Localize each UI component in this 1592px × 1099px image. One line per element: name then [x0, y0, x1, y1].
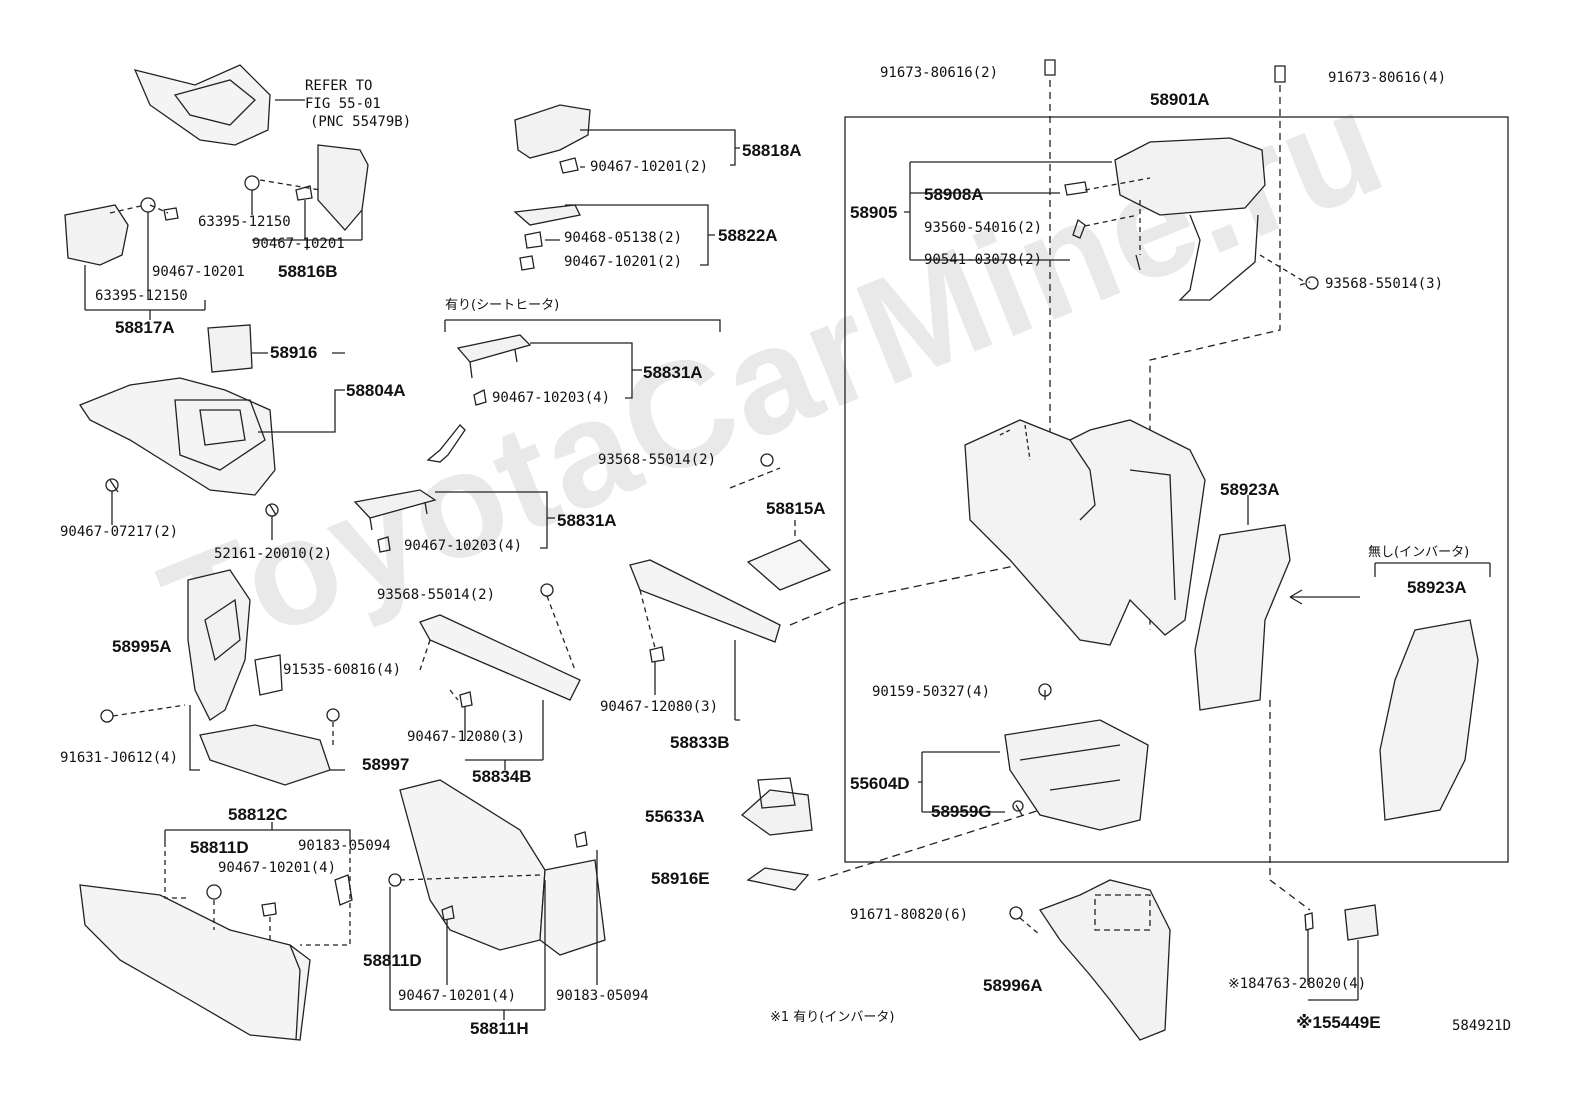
part-55633A: 55633A — [645, 807, 705, 826]
part-90468-05138: 90468-05138(2) — [564, 230, 683, 246]
bracket-58818A-drawing — [514, 104, 740, 174]
part-58995A: 58995A — [112, 637, 172, 656]
part-58831A-b: 58831A — [557, 511, 617, 530]
part-93568-55014-a: 93568-55014(2) — [598, 452, 717, 468]
part-91671-80820: 91671-80820(6) — [850, 907, 969, 923]
part-52161-20010: 52161-20010(2) — [214, 546, 333, 562]
part-58815A: 58815A — [766, 499, 826, 518]
armrest-58905-drawing — [904, 137, 1319, 301]
part-184763-28020: ※184763-28020(4) — [1228, 976, 1367, 992]
bracket-58996A-drawing — [1009, 879, 1171, 1041]
part-58811D-b: 58811D — [363, 951, 422, 970]
part-90467-12080-a: 90467-12080(3) — [407, 729, 526, 745]
part-58959G: 58959G — [931, 802, 992, 821]
cover-58812C-drawing — [79, 822, 353, 1041]
part-58811H: 58811H — [470, 1019, 529, 1038]
note-1-with-inverter: ※1 有り(インバータ) — [770, 1010, 895, 1025]
panel-58815A-drawing — [729, 453, 1141, 626]
part-58916: 58916 — [270, 343, 318, 362]
part-58831A-a: 58831A — [643, 363, 703, 382]
part-90541-03078: 90541-03078(2) — [924, 252, 1043, 268]
part-58916E: 58916E — [651, 869, 710, 888]
part-58923A-a: 58923A — [1220, 480, 1280, 499]
part-93568-55014-c: 93568-55014(3) — [1325, 276, 1444, 292]
refer-note-line3: (PNC 55479B) — [310, 114, 412, 130]
part-55449E: ※155449E — [1296, 1013, 1381, 1032]
part-90467-10203-a: 90467-10203(4) — [492, 390, 611, 406]
part-58804A: 58804A — [346, 381, 406, 400]
part-90159-50327: 90159-50327(4) — [872, 684, 991, 700]
bracket-seat-heater-drawing — [426, 319, 721, 463]
part-58996A: 58996A — [983, 976, 1043, 995]
part-93560-54016: 93560-54016(2) — [924, 220, 1043, 236]
mat-58916E-drawing — [746, 809, 1041, 891]
bracket-58816B-drawing — [244, 144, 369, 250]
part-90467-10201-a: 90467-10201 — [252, 236, 345, 252]
part-58901A: 58901A — [1150, 90, 1210, 109]
part-58818A: 58818A — [742, 141, 802, 160]
part-90467-10203-b: 90467-10203(4) — [404, 538, 523, 554]
part-63395-12150-b: 63395-12150 — [95, 288, 188, 304]
part-90467-10201-d: 90467-10201(2) — [564, 254, 683, 270]
console-tray-58804A-drawing — [79, 324, 345, 540]
part-90467-12080-b: 90467-12080(3) — [600, 699, 719, 715]
part-90183-05094-b: 90183-05094 — [556, 988, 649, 1004]
condition-with-seat-heater: 有り(シートヒータ) — [445, 298, 560, 313]
condition-without-inverter: 無し(インバータ) — [1368, 545, 1470, 560]
part-90467-10201-e: 90467-10201(4) — [218, 860, 337, 876]
part-58812C: 58812C — [228, 805, 288, 824]
garnish-58834B-drawing — [419, 583, 581, 770]
side-panel-58923A-drawing — [1194, 495, 1491, 911]
figure-id: 584921D — [1452, 1018, 1512, 1034]
cup-holder-55604D-drawing — [918, 719, 1149, 831]
panel-58811H-drawing — [388, 779, 606, 1020]
bracket-58831A-drawing — [353, 489, 555, 553]
part-58811D-a: 58811D — [190, 838, 249, 857]
part-58817A: 58817A — [115, 318, 175, 337]
part-58822A: 58822A — [718, 226, 778, 245]
part-58997: 58997 — [362, 755, 410, 774]
assembly-frame — [844, 116, 1509, 863]
part-58833B: 58833B — [670, 733, 730, 752]
bracket-58995A-drawing — [100, 569, 345, 786]
part-58816B: 58816B — [278, 262, 338, 281]
part-91535-60816: 91535-60816(4) — [283, 662, 402, 678]
bracket-58822A-drawing — [513, 204, 715, 271]
cover-55449E-drawing — [1304, 904, 1379, 1001]
part-90467-10201-f: 90467-10201(4) — [398, 988, 517, 1004]
refer-note-line2: FIG 55-01 — [305, 96, 381, 112]
part-90183-05094-a: 90183-05094 — [298, 838, 391, 854]
garnish-58833B-drawing — [629, 559, 781, 721]
part-90467-10201-b: 90467-10201 — [152, 264, 245, 280]
part-91673-80616-a: 91673-80616(2) — [880, 65, 999, 81]
part-90467-10201-c: 90467-10201(2) — [590, 159, 709, 175]
part-91673-80616-b: 91673-80616(4) — [1328, 70, 1447, 86]
cover-58817A-drawing — [64, 197, 206, 320]
part-91631-J0612: 91631-J0612(4) — [60, 750, 179, 766]
holder-55633A-drawing — [740, 777, 813, 836]
refer-note-line1: REFER TO — [305, 78, 373, 94]
part-58923A-b: 58923A — [1407, 578, 1467, 597]
part-63395-12150-a: 63395-12150 — [198, 214, 291, 230]
part-58905: 58905 — [850, 203, 898, 222]
part-58834B: 58834B — [472, 767, 532, 786]
part-58908A: 58908A — [924, 185, 984, 204]
console-box-drawing — [964, 419, 1206, 700]
part-93568-55014-b: 93568-55014(2) — [377, 587, 496, 603]
part-90467-07217: 90467-07217(2) — [60, 524, 179, 540]
shift-bezel-drawing — [133, 64, 305, 146]
part-55604D: 55604D — [850, 774, 910, 793]
